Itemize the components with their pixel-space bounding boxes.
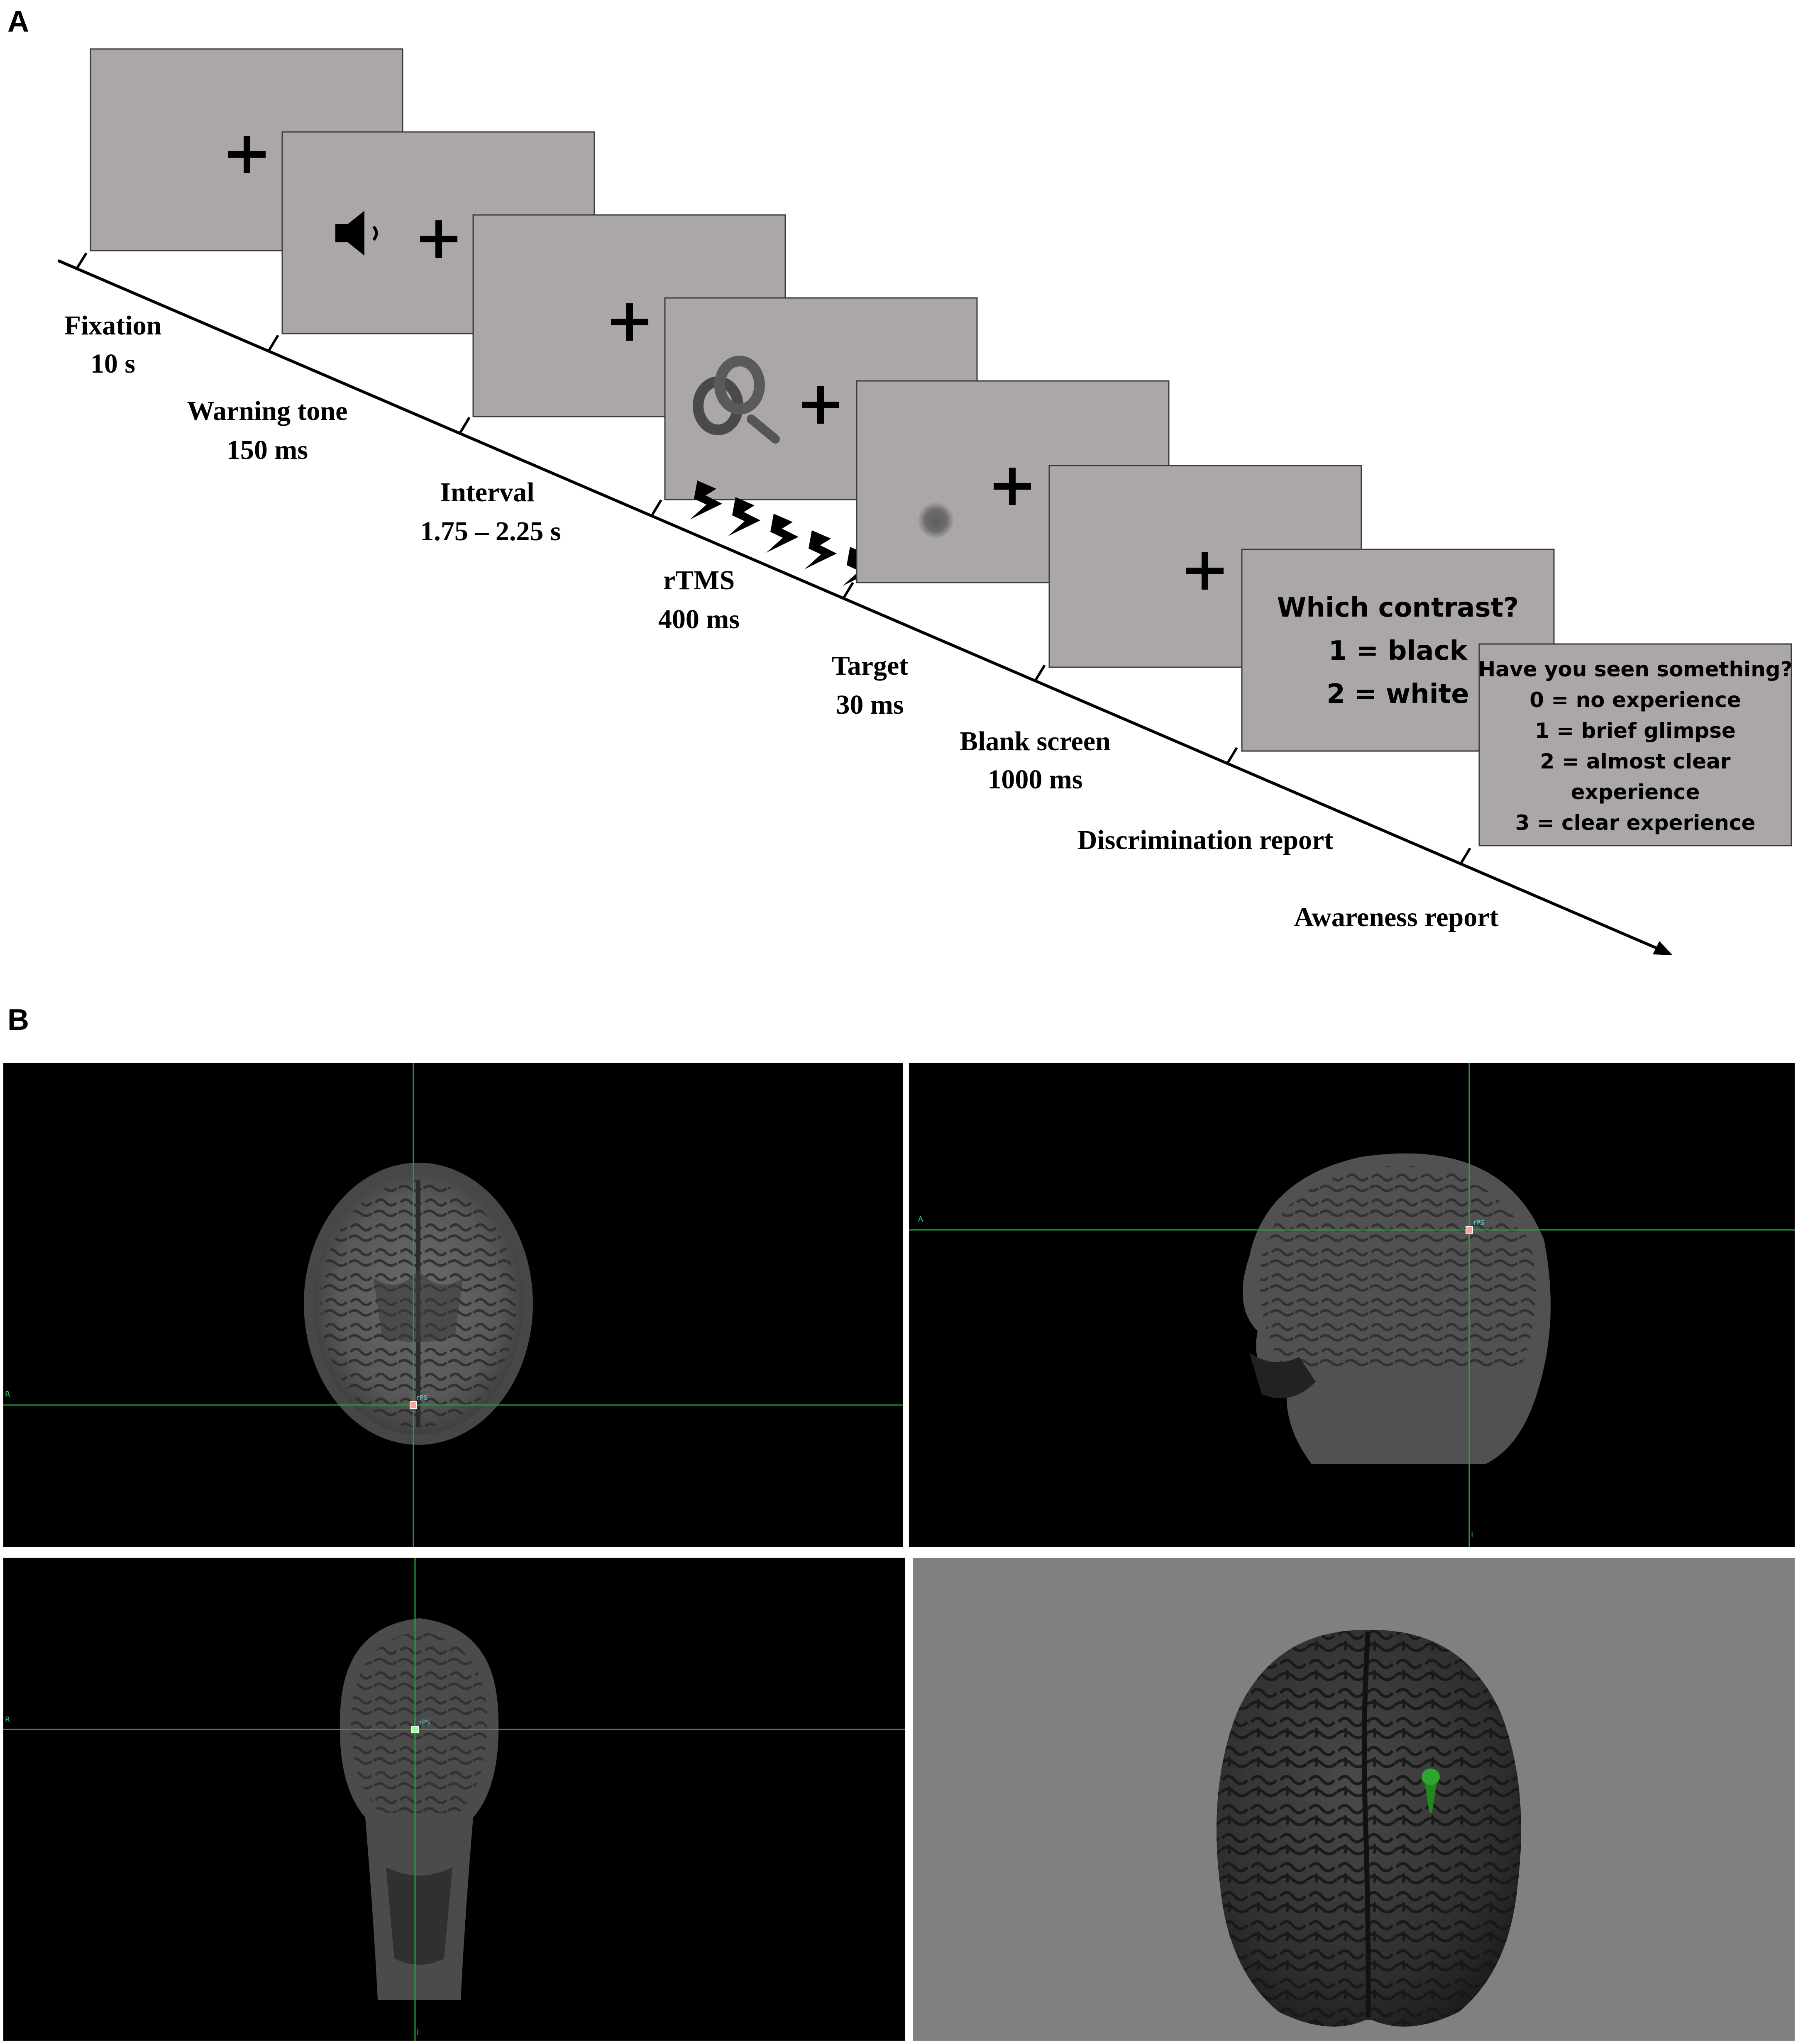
- awareness-question: Have you seen something?: [1478, 657, 1792, 681]
- target-cursor: [410, 1401, 417, 1409]
- label-blank-duration: 1000 ms: [987, 764, 1082, 795]
- fixation-cross-icon: [1186, 552, 1224, 590]
- label-fixation: Fixation: [64, 310, 162, 341]
- label-target: Target: [832, 651, 909, 681]
- side-label: R: [5, 1390, 10, 1399]
- fixation-cross-icon: [802, 386, 839, 424]
- awareness-option-1: 1 = brief glimpse: [1535, 719, 1736, 743]
- tick-rtms: [650, 499, 662, 517]
- label-interval-duration: 1.75 – 2.25 s: [420, 516, 561, 546]
- screen-awareness: Have you seen something? 0 = no experien…: [1478, 643, 1793, 846]
- timeline: [57, 252, 1673, 955]
- tick-warning: [267, 334, 279, 352]
- cursor-label: rPS: [419, 1718, 430, 1726]
- awareness-option-3: 3 = clear experience: [1515, 811, 1756, 835]
- lightning-icon: [766, 514, 799, 553]
- tick-blank: [1034, 664, 1046, 682]
- panel-b-letter: B: [7, 1003, 29, 1037]
- tms-coil-icon: [693, 356, 780, 444]
- target-cursor: [411, 1726, 419, 1733]
- tick-target: [842, 582, 854, 599]
- tick-fixation: [76, 252, 88, 269]
- label-rtms: rTMS: [663, 565, 735, 595]
- mri-axial-view: rPS R: [3, 1063, 903, 1547]
- fixation-cross-icon: [611, 303, 648, 341]
- timeline-labels: Fixation 10 s Warning tone 150 ms Interv…: [64, 310, 1499, 932]
- cursor-label: rPS: [417, 1394, 428, 1402]
- label-awareness: Awareness report: [1294, 902, 1498, 932]
- awareness-option-2-cont: experience: [1571, 780, 1700, 804]
- awareness-option-0: 0 = no experience: [1529, 688, 1741, 712]
- brain-3d-render: [913, 1558, 1795, 2041]
- label-target-duration: 30 ms: [836, 690, 904, 720]
- speaker-icon: [335, 211, 378, 256]
- label-warning-duration: 150 ms: [227, 435, 308, 465]
- fixation-cross-icon: [420, 220, 457, 258]
- target-cursor: [1466, 1226, 1473, 1234]
- discrimination-option-black: 1 = black: [1329, 636, 1468, 666]
- label-blank: Blank screen: [960, 726, 1111, 756]
- panel-a-letter: A: [7, 5, 29, 38]
- target-stimulus: [918, 502, 954, 539]
- side-label: A: [918, 1215, 923, 1224]
- lightning-icon: [728, 497, 760, 536]
- timeline-axis: [57, 259, 1664, 953]
- tick-awareness: [1459, 847, 1471, 865]
- stimulation-marker-icon: [1422, 1768, 1440, 1813]
- lightning-icon: [804, 530, 837, 569]
- bottom-label: I: [417, 2028, 419, 2037]
- label-rtms-duration: 400 ms: [658, 604, 740, 634]
- label-warning: Warning tone: [187, 396, 348, 426]
- label-fixation-duration: 10 s: [90, 349, 135, 379]
- awareness-option-2: 2 = almost clear: [1540, 749, 1731, 773]
- mri-sagittal-view: rPS A I: [909, 1063, 1795, 1547]
- fixation-cross-icon: [228, 136, 266, 173]
- tick-discrimination: [1226, 747, 1238, 764]
- discrimination-option-white: 2 = white: [1327, 679, 1469, 710]
- discrimination-question: Which contrast?: [1277, 593, 1519, 623]
- fixation-cross-icon: [994, 468, 1031, 505]
- label-interval: Interval: [440, 477, 534, 507]
- longitudinal-fissure: [1362, 1631, 1371, 2018]
- label-discrimination: Discrimination report: [1077, 825, 1334, 855]
- timeline-arrowhead: [1653, 941, 1673, 955]
- mri-coronal-view: rPS R I: [3, 1558, 905, 2041]
- side-label: R: [5, 1715, 10, 1724]
- tick-interval: [459, 417, 471, 434]
- cursor-label: rPS: [1473, 1219, 1484, 1227]
- lightning-icon: [690, 481, 722, 520]
- bottom-label: I: [1471, 1530, 1473, 1539]
